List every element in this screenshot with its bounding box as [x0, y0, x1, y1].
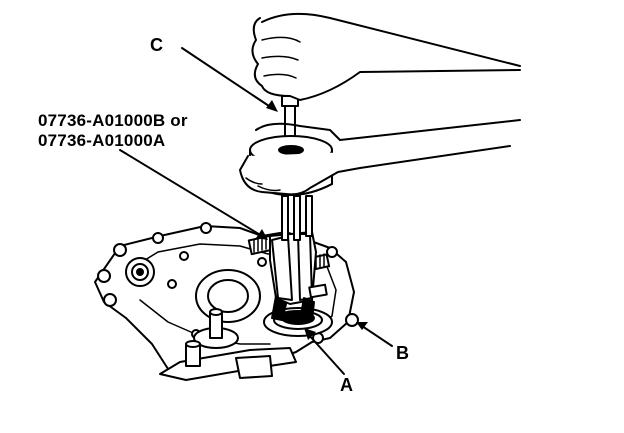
leader-a	[307, 333, 345, 375]
leader-b	[361, 325, 393, 347]
leader-part-number	[119, 149, 263, 237]
callout-part-number-1: 07736-A01000B or	[38, 111, 188, 130]
hand-illustration	[239, 12, 521, 196]
callout-a: A	[340, 375, 353, 395]
leader-c	[181, 47, 273, 109]
callout-part-number-2: 07736-A01000A	[38, 131, 166, 150]
callout-b: B	[396, 343, 409, 363]
transmission-housing	[94, 222, 359, 381]
callout-c: C	[150, 35, 163, 55]
leader-lines	[119, 47, 393, 375]
